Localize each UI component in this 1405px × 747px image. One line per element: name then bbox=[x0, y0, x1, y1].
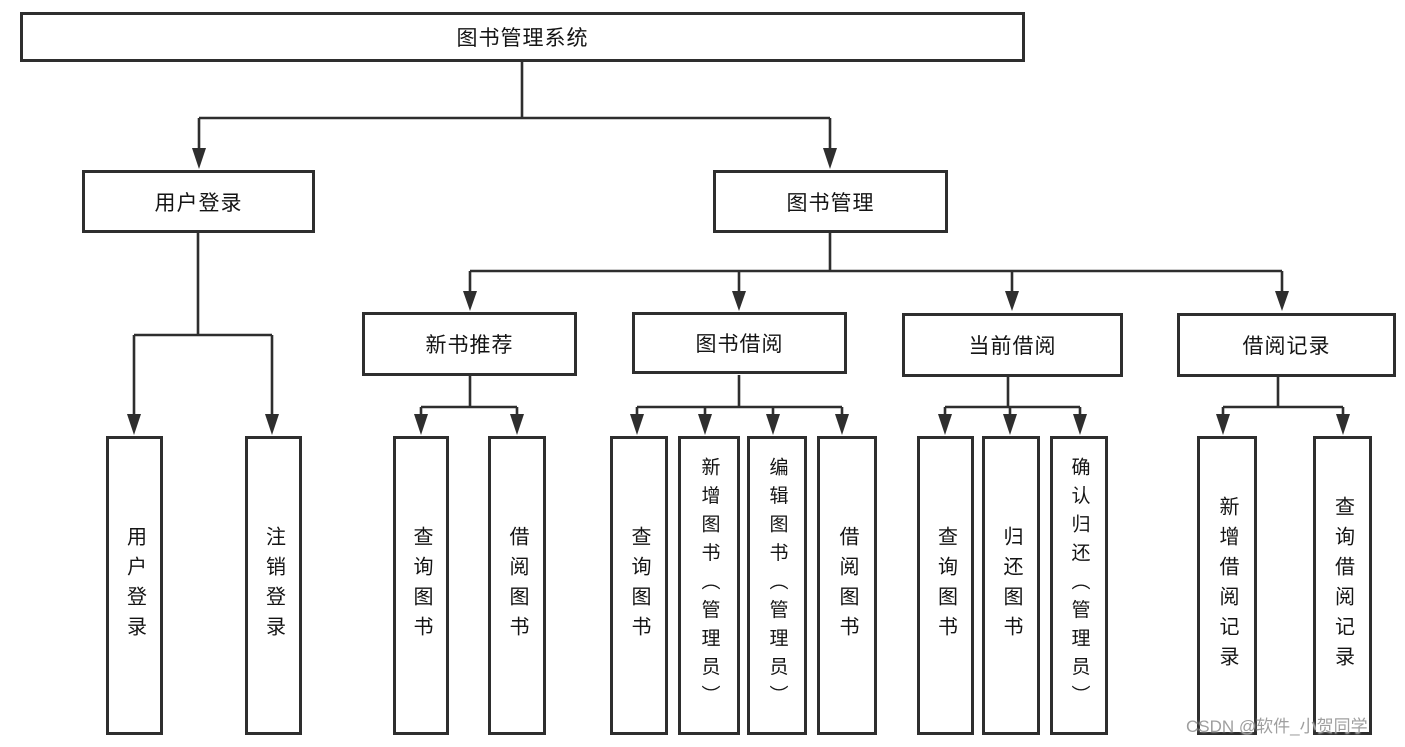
leaf-query-books-current-label: 查询图书 bbox=[934, 525, 957, 646]
leaf-edit-books-admin-label: 编辑图书（管理员） bbox=[766, 457, 788, 714]
node-borrow-records: 借阅记录 bbox=[1177, 313, 1396, 377]
node-new-book-recommend: 新书推荐 bbox=[362, 312, 577, 376]
leaf-add-borrow-record-label: 新增借阅记录 bbox=[1216, 495, 1238, 676]
node-book-borrow: 图书借阅 bbox=[632, 312, 847, 374]
leaf-logout-label: 注销登录 bbox=[262, 525, 285, 646]
leaf-logout: 注销登录 bbox=[245, 436, 302, 735]
leaf-borrow-books-recommend: 借阅图书 bbox=[488, 436, 546, 735]
leaf-user-login-label: 用户登录 bbox=[123, 525, 146, 646]
leaf-query-books-recommend-label: 查询图书 bbox=[410, 525, 432, 646]
leaf-add-books-admin: 新增图书（管理员） bbox=[678, 436, 740, 735]
leaf-query-books-current: 查询图书 bbox=[917, 436, 974, 735]
leaf-borrow-books: 借阅图书 bbox=[817, 436, 877, 735]
leaf-return-books: 归还图书 bbox=[982, 436, 1040, 735]
leaf-query-books-borrow: 查询图书 bbox=[610, 436, 668, 735]
leaf-add-books-admin-label: 新增图书（管理员） bbox=[698, 457, 720, 714]
node-borrow-records-label: 借阅记录 bbox=[1242, 335, 1331, 358]
leaf-edit-books-admin: 编辑图书（管理员） bbox=[747, 436, 807, 735]
node-new-book-recommend-label: 新书推荐 bbox=[425, 334, 514, 357]
leaf-query-books-recommend: 查询图书 bbox=[393, 436, 449, 735]
leaf-borrow-books-recommend-label: 借阅图书 bbox=[506, 525, 528, 646]
node-book-borrow-label: 图书借阅 bbox=[695, 333, 784, 356]
leaf-return-books-label: 归还图书 bbox=[1000, 525, 1022, 646]
node-user-login: 用户登录 bbox=[82, 170, 315, 233]
node-root-system: 图书管理系统 bbox=[20, 12, 1025, 62]
leaf-confirm-return-admin: 确认归还（管理员） bbox=[1050, 436, 1108, 735]
node-book-management-label: 图书管理 bbox=[786, 191, 875, 215]
leaf-query-borrow-record-label: 查询借阅记录 bbox=[1331, 495, 1354, 676]
leaf-query-books-borrow-label: 查询图书 bbox=[628, 525, 650, 646]
node-root-system-label: 图书管理系统 bbox=[456, 27, 589, 50]
node-current-borrow-label: 当前借阅 bbox=[968, 335, 1057, 358]
leaf-user-login: 用户登录 bbox=[106, 436, 163, 735]
node-book-management: 图书管理 bbox=[713, 170, 948, 233]
leaf-add-borrow-record: 新增借阅记录 bbox=[1197, 436, 1257, 735]
leaf-borrow-books-label: 借阅图书 bbox=[836, 525, 858, 646]
leaf-query-borrow-record: 查询借阅记录 bbox=[1313, 436, 1372, 735]
leaf-confirm-return-admin-label: 确认归还（管理员） bbox=[1068, 457, 1090, 714]
csdn-watermark: CSDN @软件_小贺同学 bbox=[1186, 717, 1368, 736]
node-user-login-label: 用户登录 bbox=[154, 191, 243, 215]
node-current-borrow: 当前借阅 bbox=[902, 313, 1123, 377]
